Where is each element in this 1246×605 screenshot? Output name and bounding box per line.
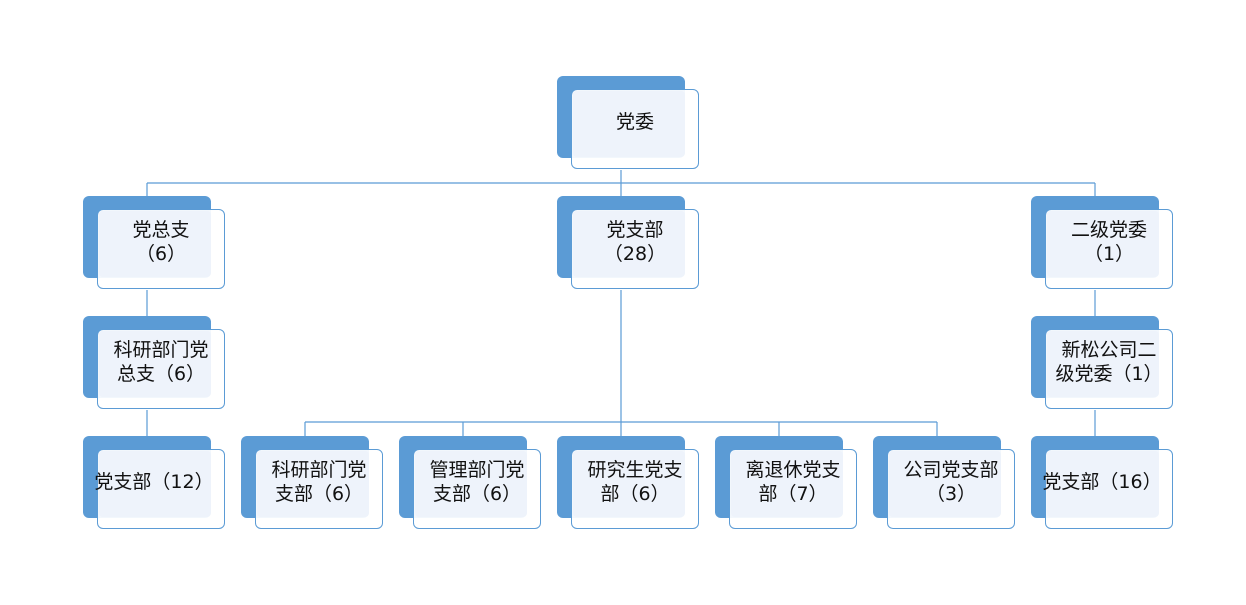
node-xinsong-zhibu: 党支部（16） [1031, 436, 1173, 529]
node-label: 党委 [615, 111, 654, 133]
node-lituixiu-zhibu: 离退休党支 部（7） [715, 436, 857, 529]
node-label: 党支部（12） [94, 471, 214, 493]
node-label: 离退休党支 部（7） [745, 459, 841, 505]
node-keyan-zongzhi: 科研部门党 总支（6） [83, 316, 225, 409]
node-yanjiusheng-zhibu: 研究生党支 部（6） [557, 436, 699, 529]
node-label: 科研部门党 总支（6） [113, 339, 209, 385]
node-guanli-zhibu: 管理部门党 支部（6） [399, 436, 541, 529]
node-label: 党支部 （28） [603, 219, 667, 265]
node-label: 管理部门党 支部（6） [429, 459, 525, 505]
node-label: 新松公司二 级党委（1） [1055, 339, 1163, 385]
node-root: 党委 [557, 76, 699, 169]
node-gongsi-zhibu: 公司党支部 （3） [873, 436, 1015, 529]
node-xinsong: 新松公司二 级党委（1） [1031, 316, 1173, 409]
node-keyan-zhibu: 科研部门党 支部（6） [241, 436, 383, 529]
node-label: 二级党委 （1） [1070, 219, 1147, 265]
node-label: 党支部（16） [1042, 471, 1162, 493]
node-erji: 二级党委 （1） [1031, 196, 1173, 289]
node-label: 研究生党支 部（6） [587, 459, 683, 505]
node-zongzhi: 党总支 （6） [83, 196, 225, 289]
node-label: 党总支 （6） [132, 219, 190, 265]
node-zhibu: 党支部 （28） [557, 196, 699, 289]
node-label: 公司党支部 （3） [903, 459, 999, 505]
node-zongzhi-zhibu: 党支部（12） [83, 436, 225, 529]
node-label: 科研部门党 支部（6） [271, 459, 367, 505]
